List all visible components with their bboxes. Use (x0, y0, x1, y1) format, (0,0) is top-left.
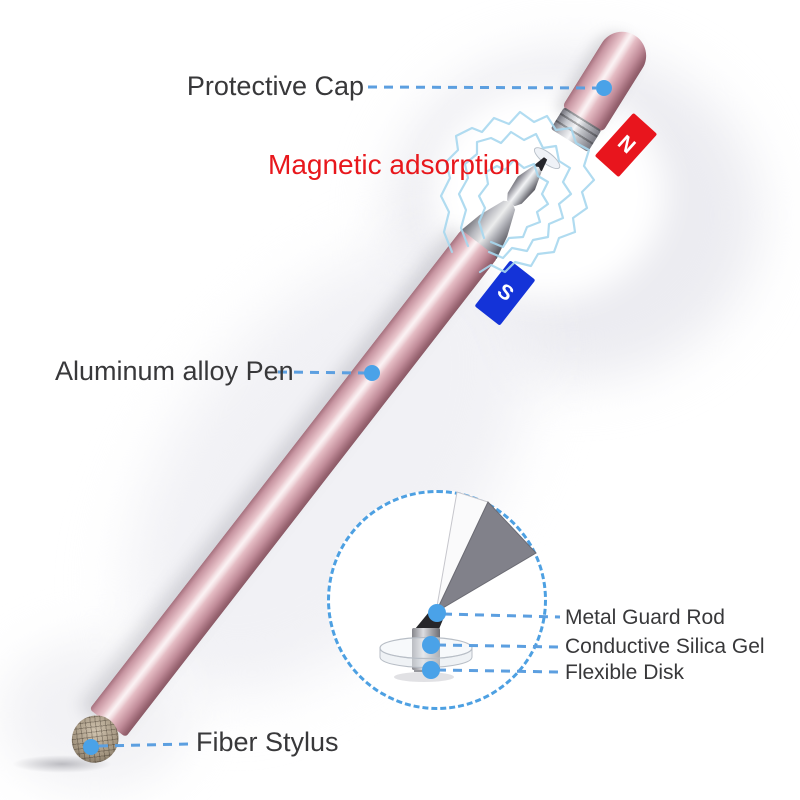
label-protective-cap: Protective Cap (186, 71, 364, 101)
label-magnetic-adsorption: Magnetic adsorption (268, 149, 521, 180)
label-fiber-stylus: Fiber Stylus (196, 727, 339, 757)
label-metal-guard-rod: Metal Guard Rod (565, 606, 725, 629)
magnet-north-letter: N (612, 131, 640, 159)
label-conductive-silica-gel: Conductive Silica Gel (565, 635, 765, 658)
inset-magnifier-circle (327, 490, 547, 710)
magnet-south-letter: S (492, 279, 518, 306)
label-flexible-disk: Flexible Disk (565, 661, 685, 684)
label-aluminum-alloy-pen: Aluminum alloy Pen (55, 356, 294, 386)
